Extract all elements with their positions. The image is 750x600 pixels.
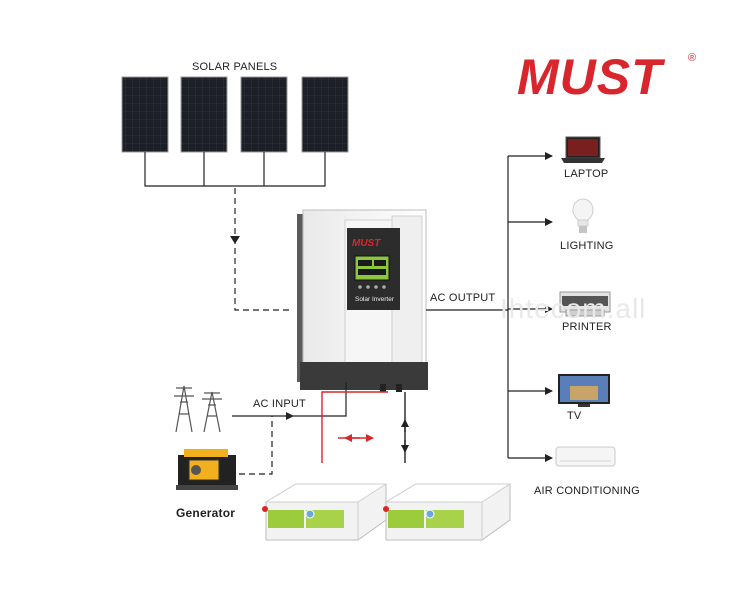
tv-icon [558, 374, 610, 407]
ac-output-wiring [426, 152, 553, 462]
inverter-logo: MUST [352, 238, 381, 249]
air-conditioner-icon [555, 446, 616, 467]
battery-wiring [321, 391, 409, 463]
solar-panels-label: SOLAR PANELS [192, 61, 278, 73]
battery-pack [262, 483, 388, 541]
light-bulb-icon [572, 198, 594, 233]
load-label-printer: PRINTER [562, 321, 612, 333]
watermark: Ihtecom.all [500, 293, 647, 324]
pv-arrow-icon [230, 236, 240, 244]
solar-panel [301, 76, 349, 153]
ac-output-label: AC OUTPUT [430, 292, 496, 304]
load-label-laptop: LAPTOP [564, 168, 609, 180]
registered-mark: ® [688, 52, 697, 64]
solar-inverter [297, 209, 428, 392]
battery-pack [383, 483, 512, 541]
printer-icon [559, 291, 611, 317]
load-label-air-conditioning: AIR CONDITIONING [534, 485, 640, 497]
inverter-label: Solar Inverter [354, 296, 395, 303]
ac-input-wiring [232, 382, 347, 420]
power-grid-icon [174, 385, 222, 433]
ac-input-label: AC INPUT [253, 398, 306, 410]
laptop-icon [561, 136, 605, 163]
solar-panel [240, 76, 288, 153]
generator-icon [176, 449, 238, 490]
brand-logo: MUST [517, 49, 663, 105]
generator-line [239, 416, 273, 475]
solar-panel-array [121, 76, 349, 153]
solar-panel [180, 76, 228, 153]
load-label-tv: TV [567, 410, 582, 422]
panel-wiring [144, 152, 326, 187]
pv-input-line [234, 188, 293, 311]
solar-panel [121, 76, 169, 153]
generator-label: Generator [176, 506, 236, 520]
load-label-lighting: LIGHTING [560, 240, 614, 252]
